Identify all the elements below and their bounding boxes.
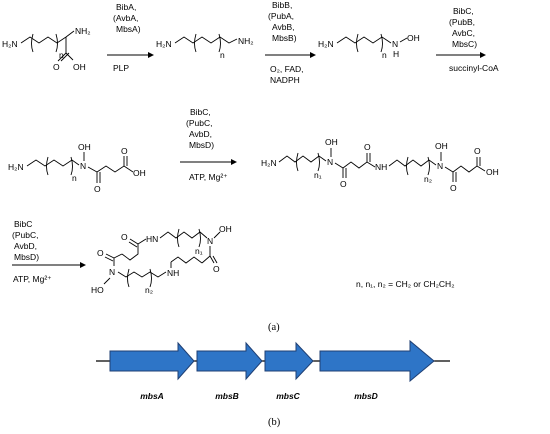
reaction-arrow-1: BibA, (AvbA, MbsA) PLP xyxy=(107,2,154,73)
step5-below-1: ATP, Mg²⁺ xyxy=(13,274,52,284)
reaction-arrow-3: BibC, (PubB, AvbC, MbsC) succinyl-CoA xyxy=(436,6,499,73)
gene-arrow-mbsC xyxy=(264,341,314,381)
gene-cluster: mbsA mbsB mbsC mbsD xyxy=(96,339,450,401)
n-index-2: n xyxy=(220,50,225,60)
step2-below-1: O₂, FAD, xyxy=(270,64,304,74)
atom-h2n-4: H₂N xyxy=(8,162,24,172)
atom-h2n-3: H₂N xyxy=(318,39,334,49)
atom-n-6b: N xyxy=(109,267,115,277)
atom-oh-6a: OH xyxy=(219,224,232,234)
atom-oh-5b: OH xyxy=(435,141,448,151)
atom-h2n-2: H₂N xyxy=(156,39,172,49)
step4-above-4: MbsD) xyxy=(189,140,214,150)
n2-index-5: n₂ xyxy=(424,174,432,184)
reaction-arrow-5: BibC (PubC, AvbD, MbsD) ATP, Mg²⁺ xyxy=(12,219,86,284)
gene-label-mbsC: mbsC xyxy=(276,391,300,401)
step1-above-3: MbsA) xyxy=(116,24,141,34)
step2-above-1: BibB, xyxy=(272,0,292,10)
atom-o-5c: O xyxy=(450,183,457,193)
gene-arrow-mbsA xyxy=(109,341,195,381)
step4-below-1: ATP, Mg²⁺ xyxy=(189,172,228,182)
gene-arrow-mbsB xyxy=(196,341,263,381)
atom-o-4a: O xyxy=(94,184,101,194)
atom-oh-1: OH xyxy=(73,62,86,72)
compound-succinyl-hydroxamate: H₂N n N OH O O OH xyxy=(8,142,146,194)
atom-n-6a: N xyxy=(207,236,213,246)
step2-above-3: AvbB, xyxy=(272,22,295,32)
compound-macrocycle: HN n₁ N OH O O O N HO n₂ NH xyxy=(91,224,232,295)
atom-ho-6b: HO xyxy=(91,285,104,295)
atom-h-3: H xyxy=(393,49,399,59)
step3-above-1: BibC, xyxy=(453,6,474,16)
n-index-3: n xyxy=(382,50,387,60)
compound-hydroxylamine: H₂N n N H OH xyxy=(318,33,420,60)
gene-label-mbsA: mbsA xyxy=(140,391,164,401)
atom-hn-6: HN xyxy=(146,234,158,244)
step4-above-1: BibC, xyxy=(190,107,211,117)
gene-arrow-mbsD xyxy=(319,339,435,383)
atom-oh-4: OH xyxy=(78,142,91,152)
atom-n-5b: N xyxy=(437,161,443,171)
reaction-arrow-4: BibC, (PubC, AvbD, MbsD) ATP, Mg²⁺ xyxy=(180,107,237,182)
atom-o-5b: O xyxy=(364,142,371,152)
step5-above-3: AvbD, xyxy=(14,241,37,251)
atom-n-4: N xyxy=(80,161,86,171)
step1-above-1: BibA, xyxy=(116,2,136,12)
atom-o-5a: O xyxy=(340,179,347,189)
gene-label-mbsB: mbsB xyxy=(215,391,239,401)
compound-diamine: H₂N n NH₂ xyxy=(156,33,254,60)
n1-index-6: n₁ xyxy=(195,246,203,256)
step4-above-3: AvbD, xyxy=(189,129,212,139)
atom-oh-5c: OH xyxy=(486,167,499,177)
atom-n-3: N xyxy=(392,39,398,49)
step3-above-2: (PubB, xyxy=(449,17,475,27)
n2-index-6: n₂ xyxy=(145,285,153,295)
n1-index-5: n₁ xyxy=(314,170,322,180)
atom-o-1: O xyxy=(53,62,60,72)
n-index-4: n xyxy=(72,173,77,183)
step1-below-1: PLP xyxy=(113,63,129,73)
step3-above-3: AvbC, xyxy=(452,28,475,38)
atom-nh-5: NH xyxy=(375,162,387,172)
atom-o-5d: O xyxy=(474,146,481,156)
compound-linear-dimer: H₂N n₁ N OH O O NH n₂ N OH O O OH xyxy=(261,137,499,193)
variable-definition: n, n₁, n₂ = CH₂ or CH₂CH₂ xyxy=(356,279,455,289)
panel-label-b: (b) xyxy=(268,417,281,428)
atom-h2n-1: H₂N xyxy=(2,39,18,49)
atom-n-5a: N xyxy=(327,157,333,167)
atom-oh-4b: OH xyxy=(133,168,146,178)
atom-nh2-1: NH₂ xyxy=(75,26,91,36)
reaction-arrow-2: BibB, (PubA, AvbB, MbsB) O₂, FAD, NADPH xyxy=(265,0,316,85)
step4-above-2: (PubC, xyxy=(186,118,212,128)
step5-above-4: MbsD) xyxy=(14,252,39,262)
step1-above-2: (AvbA, xyxy=(113,13,138,23)
atom-oh-3: OH xyxy=(407,33,420,43)
atom-nh2-2: NH₂ xyxy=(238,36,254,46)
atom-o-4b: O xyxy=(121,146,128,156)
gene-label-mbsD: mbsD xyxy=(354,391,378,401)
panel-label-a: (a) xyxy=(268,322,280,333)
step3-below-1: succinyl-CoA xyxy=(449,63,499,73)
step5-above-1: BibC xyxy=(14,219,32,229)
atom-o-6b: O xyxy=(121,232,128,242)
atom-o-6c: O xyxy=(97,248,104,258)
atom-oh-5a: OH xyxy=(325,137,338,147)
atom-h2n-5: H₂N xyxy=(261,158,277,168)
atom-nh-6: NH xyxy=(167,268,179,278)
atom-o-6a: O xyxy=(213,264,220,274)
step5-above-2: (PubC, xyxy=(12,230,38,240)
n-index-1: n xyxy=(59,50,64,60)
compound-amino-acid: H₂N n NH₂ O OH xyxy=(2,26,91,72)
step2-above-4: MbsB) xyxy=(272,33,297,43)
step2-above-2: (PubA, xyxy=(268,11,294,21)
step2-below-2: NADPH xyxy=(270,75,300,85)
step3-above-4: MbsC) xyxy=(452,39,477,49)
